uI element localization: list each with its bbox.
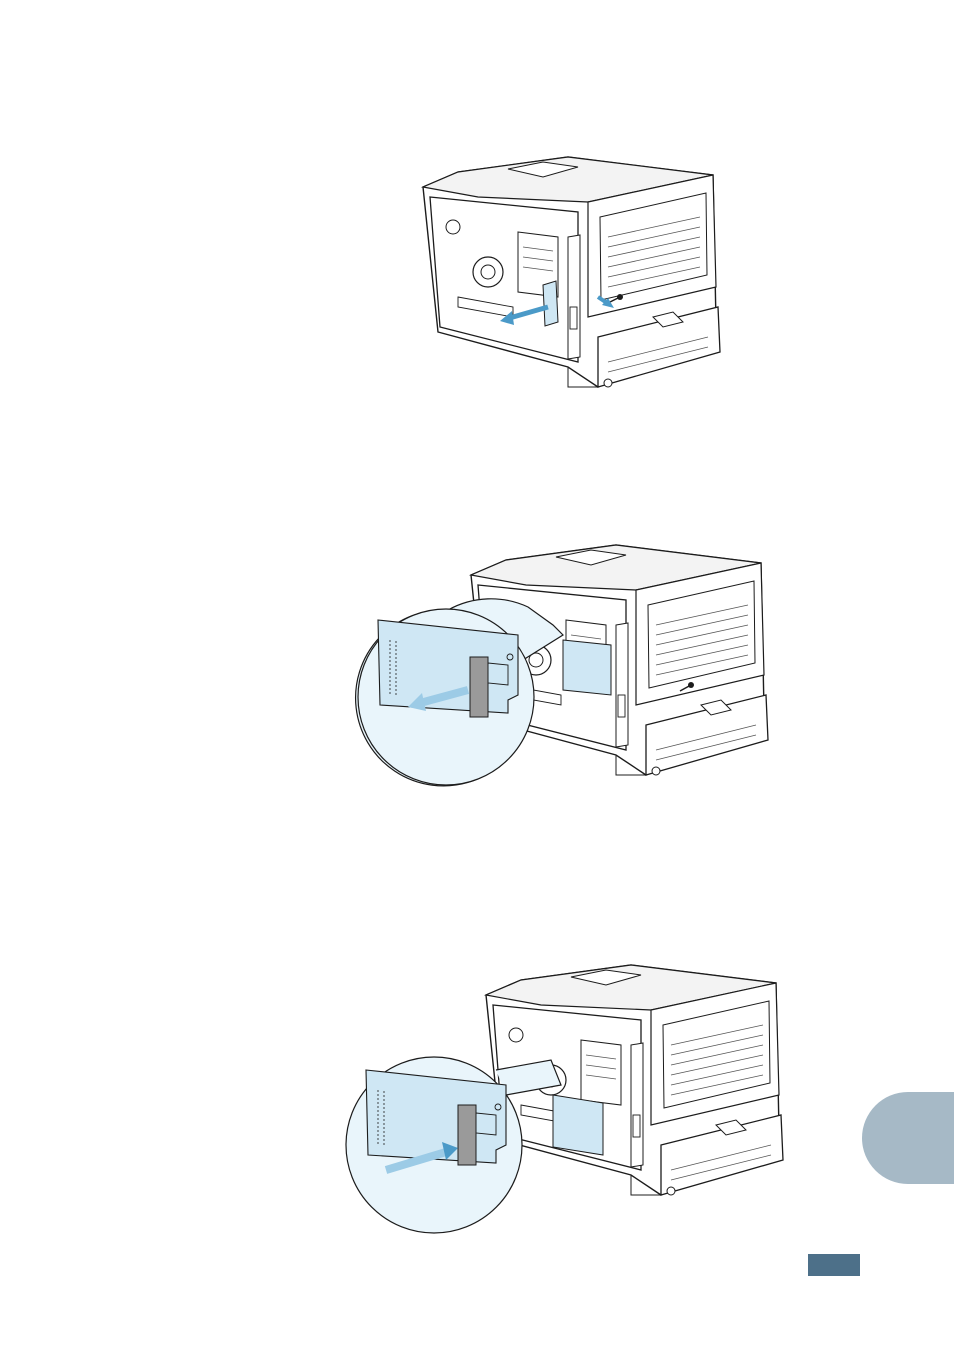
page-number-badge xyxy=(808,1254,860,1276)
zoom-callout xyxy=(356,599,563,786)
printer-rear-illustration xyxy=(418,152,723,417)
figure-step-3 xyxy=(346,960,786,1235)
figure-step-2 xyxy=(358,545,768,800)
connector-icon xyxy=(470,657,488,717)
printer-rear-illustration xyxy=(346,960,786,1235)
printer-rear-illustration xyxy=(358,545,768,800)
figure-step-1 xyxy=(418,152,723,417)
chapter-tab xyxy=(862,1092,954,1184)
connector-icon xyxy=(458,1105,476,1165)
